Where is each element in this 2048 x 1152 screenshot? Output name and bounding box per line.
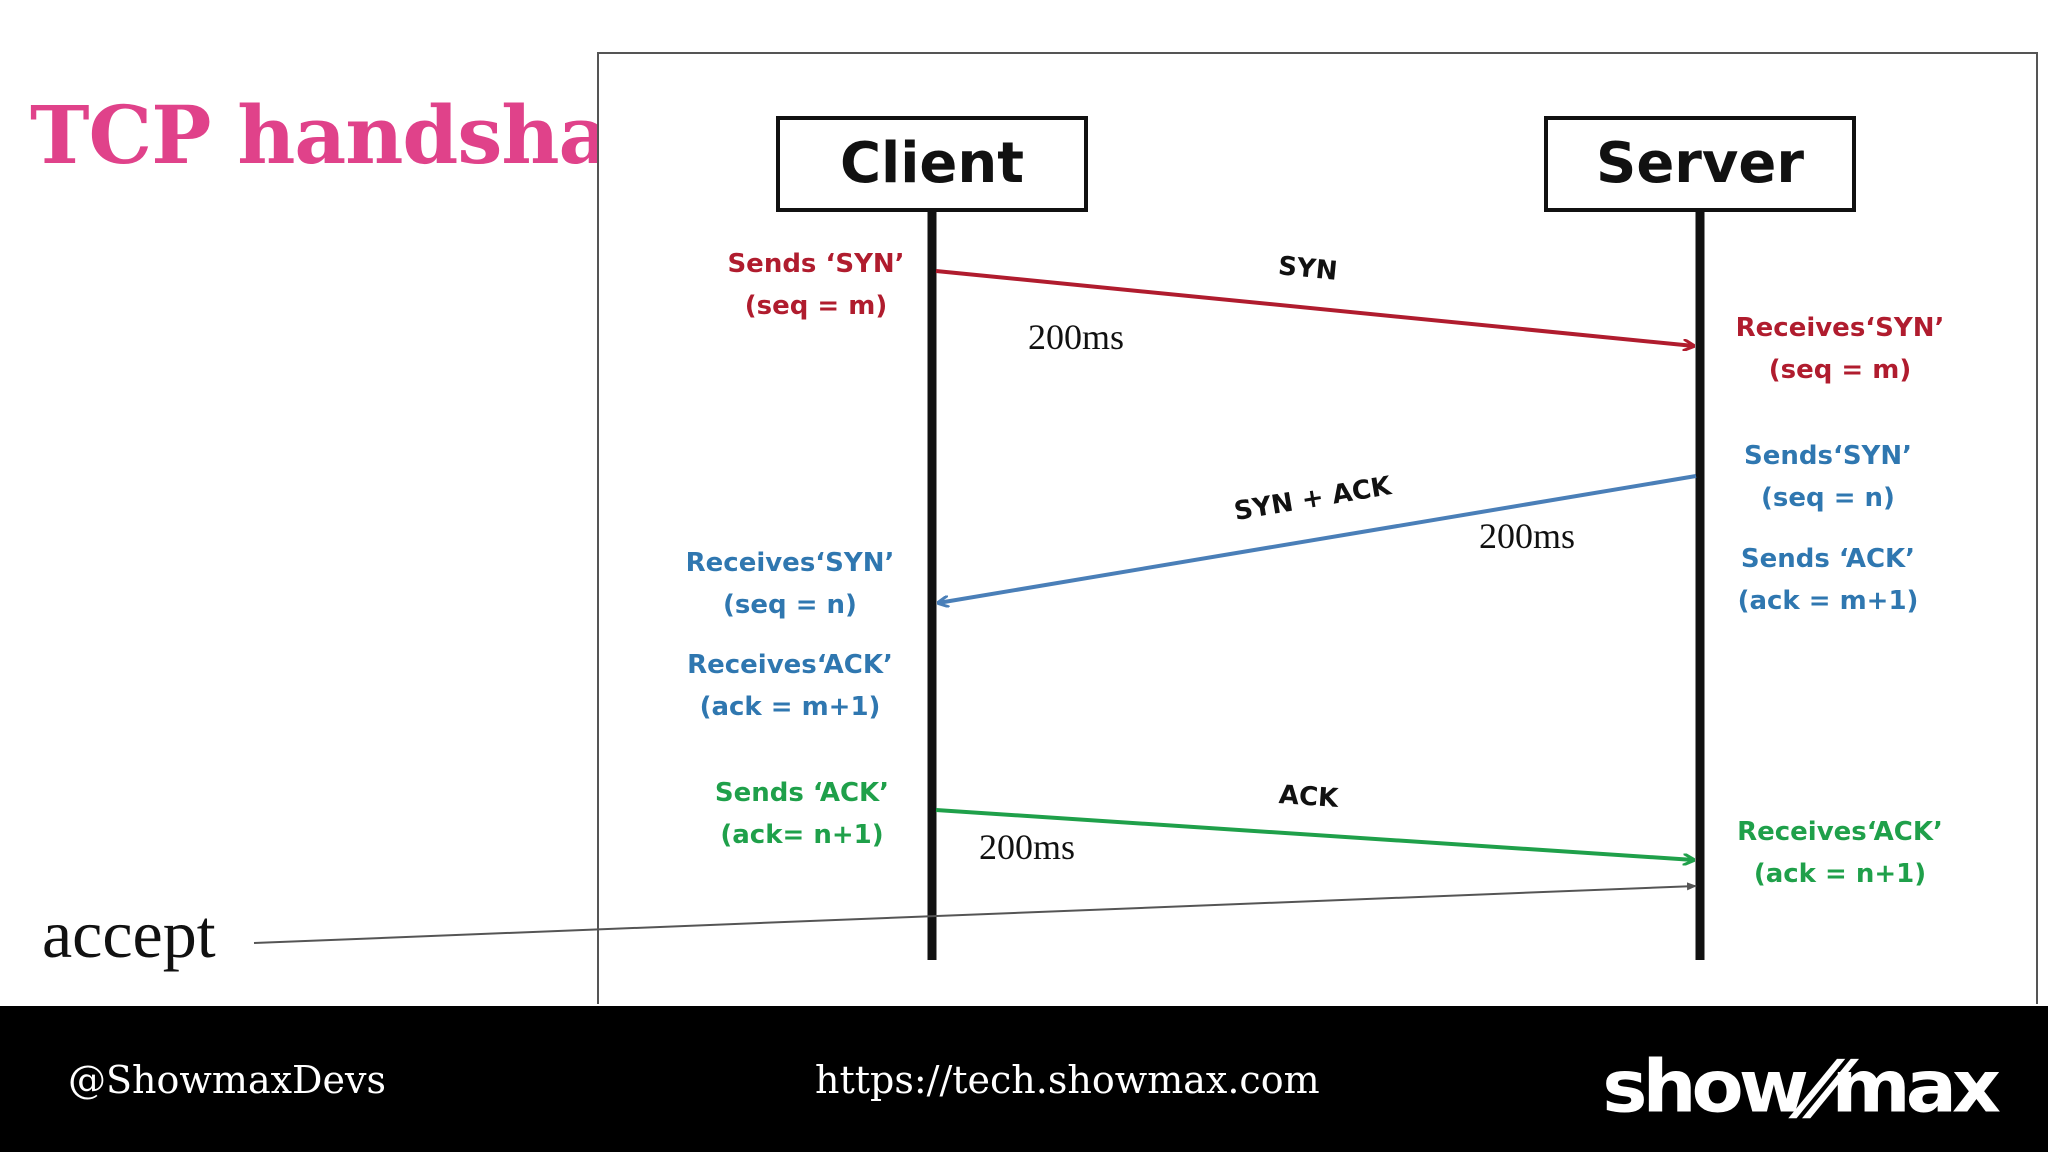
server-receives-syn-note: Receives‘SYN’ <box>1736 313 1945 343</box>
server-receives-ack-value: (ack = n+1) <box>1754 859 1926 889</box>
syn-message-label: SYN <box>1277 251 1339 287</box>
client-label: Client <box>840 131 1024 196</box>
sequence-diagram-canvas: Client Server SYN 200ms SYN + ACK 200ms … <box>686 116 1945 960</box>
client-sends-syn-note: Sends ‘SYN’ <box>727 249 904 279</box>
syn-ack-latency: 200ms <box>1479 516 1575 556</box>
server-sends-ack-note: Sends ‘ACK’ <box>1741 544 1915 574</box>
server-box <box>1544 116 1856 212</box>
accept-label: accept <box>42 896 216 972</box>
syn-ack-arrow <box>938 474 1697 603</box>
ack-latency: 200ms <box>979 827 1075 867</box>
client-receives-syn-seq: (seq = n) <box>723 590 857 620</box>
syn-arrow <box>935 269 1694 346</box>
syn-ack-message-label: SYN + ACK <box>1232 471 1394 527</box>
server-sends-syn-seq: (seq = n) <box>1761 483 1895 513</box>
server-sends-syn-note: Sends‘SYN’ <box>1744 441 1912 471</box>
client-receives-ack-note: Receives‘ACK’ <box>687 650 893 680</box>
ack-message-label: ACK <box>1278 780 1340 814</box>
server-label: Server <box>1596 131 1804 196</box>
client-box <box>776 116 1088 212</box>
ack-arrow <box>935 808 1694 860</box>
showmax-logo: show//max <box>1602 1044 2001 1129</box>
logo-left: show <box>1602 1044 1809 1129</box>
server-receives-syn-seq: (seq = m) <box>1769 355 1911 385</box>
footer-url: https://tech.showmax.com <box>815 1058 1320 1102</box>
twitter-handle: @ShowmaxDevs <box>68 1058 386 1102</box>
footer: @ShowmaxDevs https://tech.showmax.com sh… <box>0 1006 2048 1152</box>
client-receives-ack-value: (ack = m+1) <box>700 692 881 722</box>
client-receives-syn-note: Receives‘SYN’ <box>686 548 895 578</box>
sequence-diagram: Client Server SYN 200ms SYN + ACK 200ms … <box>597 52 2038 1004</box>
server-receives-ack-note: Receives‘ACK’ <box>1737 817 1943 847</box>
syn-latency: 200ms <box>1028 317 1124 357</box>
client-sends-ack-value: (ack= n+1) <box>720 820 883 850</box>
logo-right: max <box>1831 1044 2001 1129</box>
client-sends-ack-note: Sends ‘ACK’ <box>715 778 889 808</box>
client-sends-syn-seq: (seq = m) <box>745 291 887 321</box>
server-sends-ack-value: (ack = m+1) <box>1738 586 1919 616</box>
